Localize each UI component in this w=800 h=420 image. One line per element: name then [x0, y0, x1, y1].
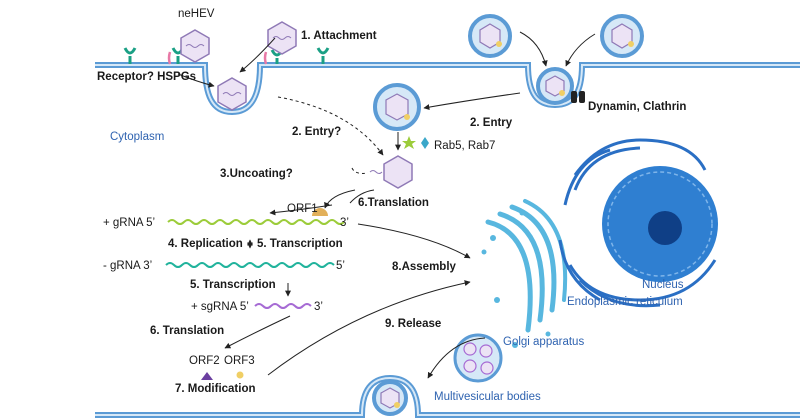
- dynamin-icon: [571, 91, 585, 103]
- receptor-label: Receptor? HSPGs: [97, 71, 196, 83]
- cytoplasm-label: Cytoplasm: [110, 131, 164, 143]
- grna-minus-left-label: - gRNA 3’: [103, 260, 152, 272]
- mvb-label: Multivesicular bodies: [434, 391, 541, 403]
- grna-minus-strand: [165, 262, 335, 268]
- rab-label: Rab5, Rab7: [434, 140, 495, 152]
- orf3-label: ORF3: [224, 355, 255, 367]
- entry-question-label: 2. Entry?: [292, 126, 341, 138]
- golgi-icon: [485, 199, 568, 333]
- transcription-5b-label: 5. Transcription: [190, 279, 276, 291]
- virus-attaching-icon: [267, 21, 297, 55]
- virus-in-pit-icon: [217, 77, 247, 111]
- golgi-label: Golgi apparatus: [503, 336, 584, 348]
- grna-plus-strand: [167, 219, 345, 225]
- grna-minus-right-label: 5’: [336, 260, 345, 272]
- enveloped-virus-icon: [468, 14, 644, 105]
- orf2-icon: [201, 372, 213, 380]
- transcription-5a-label: 5. Transcription: [257, 238, 343, 250]
- uncoated-virus-icon: [369, 155, 413, 189]
- nehev-label: neHEV: [178, 8, 215, 20]
- plasma-membrane-top: [95, 62, 800, 116]
- rab5-icon: [402, 136, 416, 149]
- grna-plus-left-label: + gRNA 5’: [103, 217, 155, 229]
- assembly-label: 8.Assembly: [392, 261, 457, 273]
- release-label: 9. Release: [385, 318, 441, 330]
- endosome-icon: [373, 83, 421, 131]
- orf1-icon: [312, 208, 328, 216]
- sgrna-strand: [254, 303, 312, 309]
- rab7-icon: [421, 137, 429, 149]
- orf3-icon: [236, 371, 244, 379]
- uncoating-label: 3.Uncoating?: [220, 168, 293, 180]
- translation-6-label: 6.Translation: [358, 197, 429, 209]
- process-arrows: [177, 31, 596, 379]
- translation-6b-label: 6. Translation: [150, 325, 224, 337]
- released-virus-icon: [372, 380, 408, 416]
- attachment-label: 1. Attachment: [301, 30, 377, 42]
- nehev-virus-icon: [180, 29, 210, 63]
- mvb-icon: [453, 333, 503, 383]
- orf2-label: ORF2: [189, 355, 220, 367]
- nucleus-label: Nucleus: [642, 279, 684, 291]
- receptor-icon: [123, 47, 330, 64]
- sgrna-right-label: 3’: [314, 301, 323, 313]
- modification-label: 7. Modification: [175, 383, 256, 395]
- replication-label: 4. Replication: [168, 238, 243, 250]
- er-label: Endoplasmic reticulum: [567, 296, 683, 308]
- entry-label: 2. Entry: [470, 117, 513, 129]
- grna-plus-right-label: 3’: [340, 217, 349, 229]
- er-icon: [558, 138, 717, 308]
- nucleus-icon: [602, 166, 718, 282]
- golgi-vesicles: [481, 210, 551, 348]
- hspg-icon: [167, 51, 268, 65]
- sgrna-left-label: + sgRNA 5’: [191, 301, 249, 313]
- dynamin-label: Dynamin, Clathrin: [588, 101, 686, 113]
- orf1-label: ORF1: [287, 203, 318, 215]
